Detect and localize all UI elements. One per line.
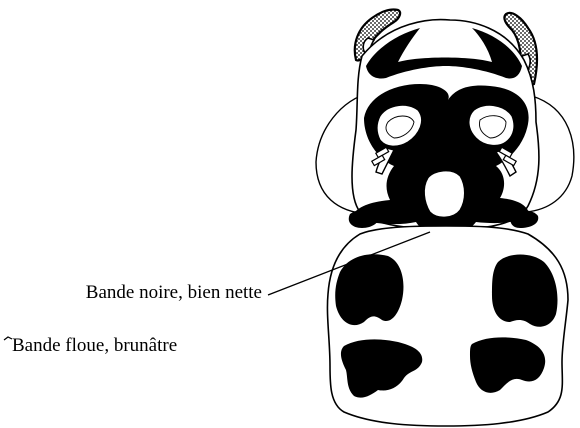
right-neck-mark <box>510 210 538 228</box>
clypeus-window <box>424 171 464 217</box>
label-black-band: Bande noire, bien nette <box>86 282 262 303</box>
leader-tick-blurry-band <box>4 337 12 340</box>
label-blurry-band: Bande floue, brunâtre <box>12 335 177 356</box>
left-neck-mark <box>349 210 379 229</box>
thorax <box>327 210 568 427</box>
